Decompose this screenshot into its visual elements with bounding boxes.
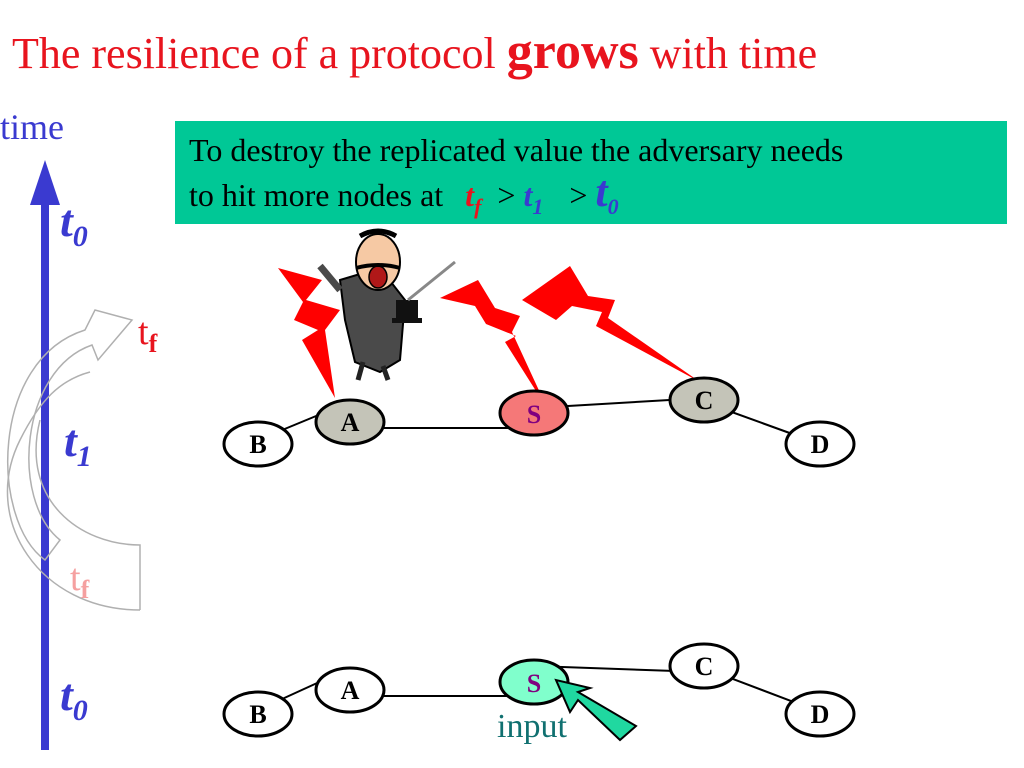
axis-t0-top-label: t0: [60, 195, 88, 253]
top-node-B: B: [222, 420, 294, 468]
lightning-bolt-icon: [522, 266, 700, 382]
top-node-C-label: C: [695, 386, 714, 415]
adversary-figure-icon: [317, 228, 456, 381]
top-node-S-label: S: [527, 400, 541, 429]
bottom-node-B: B: [222, 690, 294, 738]
bottom-node-C: C: [668, 642, 740, 690]
bottom-node-A: A: [314, 666, 386, 714]
top-node-D: D: [784, 420, 856, 468]
top-node-S: S: [498, 389, 570, 437]
info-tf: tf: [465, 177, 482, 219]
info-line-2: to hit more nodes at tf > t1 > t0: [189, 167, 619, 220]
top-node-D-label: D: [811, 430, 830, 459]
slide-title: The resilience of a protocol grows with …: [12, 23, 818, 80]
bottom-node-C-label: C: [695, 652, 714, 681]
axis-t1-label: t1: [64, 415, 92, 473]
lightning-bolt-icon: [440, 280, 548, 410]
input-label: input: [497, 708, 567, 745]
axis-t0-bottom-label: t0: [60, 669, 88, 727]
tf-lower-label: tf: [70, 557, 90, 604]
bottom-node-D-label: D: [811, 700, 830, 729]
top-node-A: A: [314, 398, 386, 446]
input-arrow-icon: [554, 678, 638, 742]
top-node-A-label: A: [341, 408, 360, 437]
bottom-node-A-label: A: [341, 676, 360, 705]
bottom-node-D: D: [784, 690, 856, 738]
top-node-B-label: B: [249, 430, 266, 459]
bottom-node-S-label: S: [527, 669, 541, 698]
info-line-1: To destroy the replicated value the adve…: [189, 132, 844, 168]
top-node-C: C: [668, 376, 740, 424]
axis-time-label: time: [0, 107, 64, 147]
info-box: To destroy the replicated value the adve…: [175, 121, 1007, 224]
info-t1: t1: [523, 177, 544, 219]
tf-upper-label: tf: [138, 311, 158, 358]
info-t0: t0: [595, 167, 619, 220]
bottom-node-B-label: B: [249, 700, 266, 729]
lightning-bolt-icon: [278, 268, 340, 398]
